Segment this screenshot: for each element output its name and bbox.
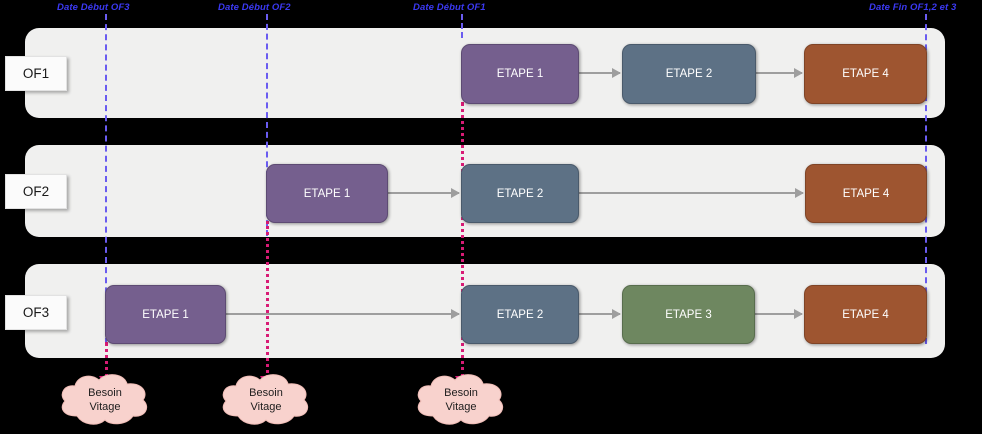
task-label: ETAPE 4	[842, 308, 889, 321]
lane-label-of1-text: OF1	[22, 66, 50, 81]
lane-label-of3-text: OF3	[22, 305, 50, 320]
connector-of1-2	[754, 68, 803, 78]
task-label: ETAPE 4	[842, 187, 890, 200]
lane-label-of2-text: OF2	[22, 184, 50, 199]
date-marker-label-of3-start: Date Début OF3	[57, 2, 130, 13]
task-of2-etape-1[interactable]: ETAPE 1	[266, 164, 388, 223]
lane-label-of2: OF2	[5, 174, 67, 209]
date-marker-label-of1-start: Date Début OF1	[413, 2, 486, 13]
cloud-shape-icon	[417, 374, 504, 425]
task-label: ETAPE 3	[665, 308, 712, 321]
lane-label-of1: OF1	[5, 56, 67, 91]
cloud-label-line2: Vitage	[250, 401, 282, 413]
date-marker-label-end: Date Fin OF1,2 et 3	[869, 2, 957, 13]
connector-of3-3	[753, 309, 803, 319]
connector-of2-2	[577, 188, 804, 198]
need-flow-line-3	[461, 102, 464, 378]
task-of3-etape-3[interactable]: ETAPE 3	[622, 285, 755, 344]
lane-label-of3: OF3	[5, 295, 67, 330]
cloud-label-line1: Besoin	[249, 386, 283, 399]
need-flow-line-2	[266, 221, 269, 378]
task-of3-etape-4[interactable]: ETAPE 4	[804, 285, 927, 344]
date-marker-line-of1-start	[461, 14, 463, 38]
cloud-label-line2: Vitage	[445, 401, 477, 413]
task-label: ETAPE 1	[142, 308, 189, 321]
date-marker-line-of3-start	[105, 14, 107, 344]
task-label: ETAPE 1	[496, 68, 544, 80]
task-label: ETAPE 1	[303, 187, 351, 200]
need-flow-line-1	[105, 342, 108, 378]
connector-of1-1	[578, 68, 621, 78]
task-of3-etape-2[interactable]: ETAPE 2	[461, 285, 579, 344]
need-cloud-3[interactable]: Besoin Vitage	[413, 370, 509, 430]
task-label: ETAPE 4	[842, 68, 889, 80]
cloud-label-line1: Besoin	[88, 386, 122, 399]
task-of1-etape-2[interactable]: ETAPE 2	[622, 44, 756, 104]
date-marker-label-of2-start: Date Début OF2	[218, 2, 291, 13]
connector-of2-1	[387, 188, 460, 198]
cloud-label-line2: Vitage	[89, 401, 121, 413]
task-of3-etape-1[interactable]: ETAPE 1	[105, 285, 226, 344]
task-of1-etape-4[interactable]: ETAPE 4	[804, 44, 927, 104]
task-label: ETAPE 2	[496, 187, 544, 200]
connector-of3-2	[577, 309, 621, 319]
connector-of3-1	[225, 309, 460, 319]
need-cloud-1[interactable]: Besoin Vitage	[57, 370, 153, 430]
task-of2-etape-4[interactable]: ETAPE 4	[805, 164, 927, 223]
task-of1-etape-1[interactable]: ETAPE 1	[461, 44, 579, 104]
task-label: ETAPE 2	[665, 68, 713, 80]
task-of2-etape-2[interactable]: ETAPE 2	[461, 164, 579, 223]
cloud-shape-icon	[61, 374, 148, 425]
task-label: ETAPE 2	[496, 308, 544, 321]
cloud-label-line1: Besoin	[444, 386, 478, 399]
cloud-shape-icon	[222, 374, 309, 425]
need-cloud-2[interactable]: Besoin Vitage	[218, 370, 314, 430]
date-marker-line-of2-start	[266, 14, 268, 236]
